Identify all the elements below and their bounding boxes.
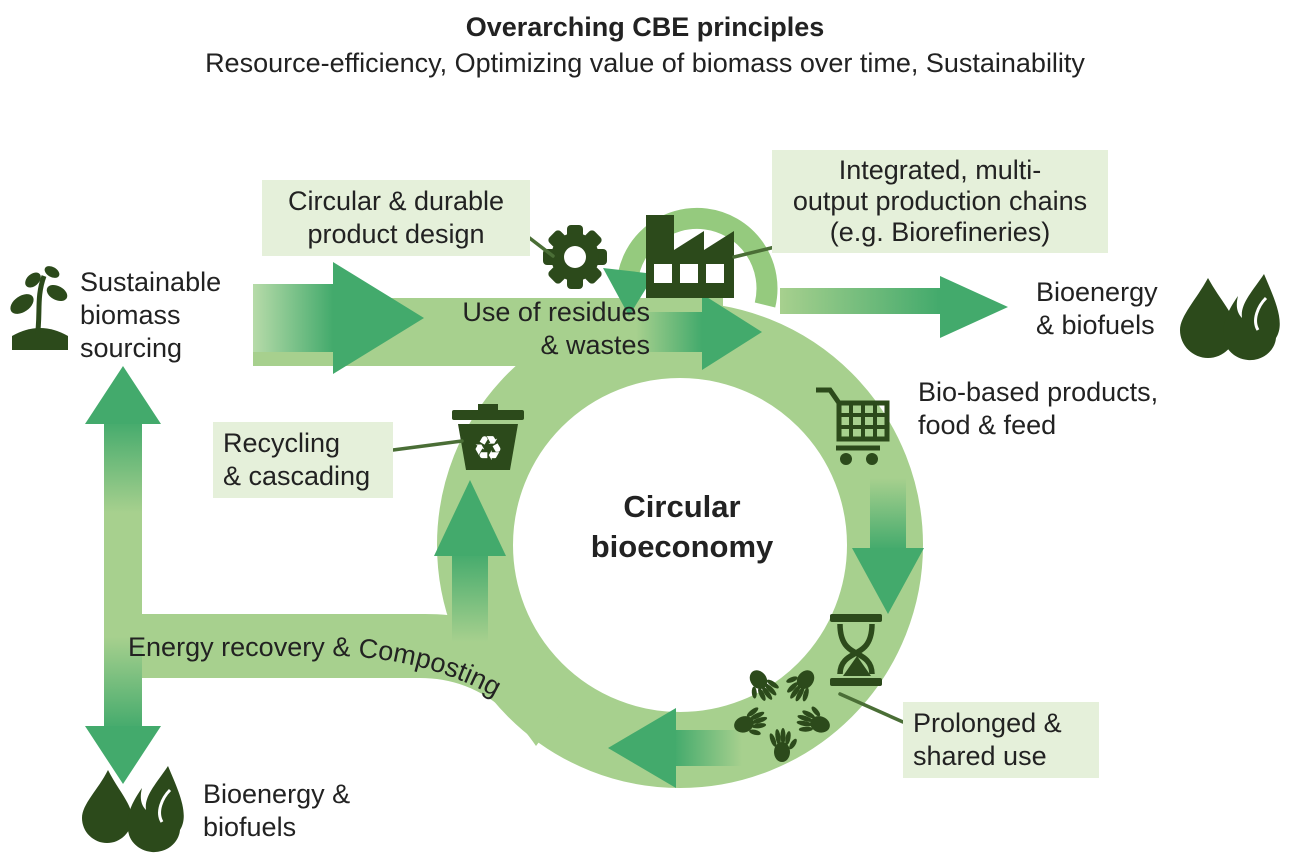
label-bioenergy-right: Bioenergy & biofuels (1036, 277, 1158, 340)
cycle-arrow-icon (603, 207, 778, 316)
page-subtitle: Resource-efficiency, Optimizing value of… (205, 48, 1085, 78)
ring-left-arrow (608, 708, 742, 788)
biomass-bioenergy-flow-arrow (85, 366, 161, 784)
recycle-bin-icon: ♻ (452, 404, 524, 470)
flame-icon (1223, 274, 1280, 361)
svg-text:♻: ♻ (473, 430, 503, 468)
factory-icon (646, 215, 734, 298)
ring-center-label: Circular bioeconomy (590, 489, 774, 564)
callout-line-prolonged (838, 692, 905, 724)
callout-line-recycling (391, 439, 464, 452)
label-use-of-residues: Use of residues & wastes (462, 297, 650, 360)
label-biobased-products: Bio-based products, food & feed (918, 377, 1159, 440)
droplet-icon (1180, 278, 1236, 358)
sourcing-flow-arrow (253, 262, 424, 374)
label-sustainable-biomass: Sustainable biomass sourcing (80, 267, 222, 363)
seedling-icon (10, 266, 68, 350)
gear-icon (543, 225, 607, 289)
ring-down-arrow (852, 478, 924, 614)
flame-icon (127, 766, 184, 853)
cart-icon (816, 387, 890, 465)
label-bioenergy-bottom: Bioenergy & biofuels (203, 779, 351, 842)
callout-prolonged-shared: Prolonged & shared use (903, 702, 1099, 778)
band-into-ring-arrow (636, 294, 762, 370)
callout-circular-durable: Circular & durable product design (262, 180, 530, 256)
callout-line-biorefineries (732, 245, 777, 259)
ring-up-arrow (434, 480, 506, 642)
hourglass-icon (830, 614, 882, 686)
energy-recovery-band (104, 614, 580, 746)
bioenergy-output-arrow (780, 276, 1008, 338)
callout-recycling-cascading: Recycling & cascading (213, 422, 393, 498)
droplet-icon (82, 770, 132, 843)
page-title: Overarching CBE principles (465, 12, 825, 42)
callout-integrated-chains: Integrated, multi- output production cha… (772, 150, 1108, 253)
